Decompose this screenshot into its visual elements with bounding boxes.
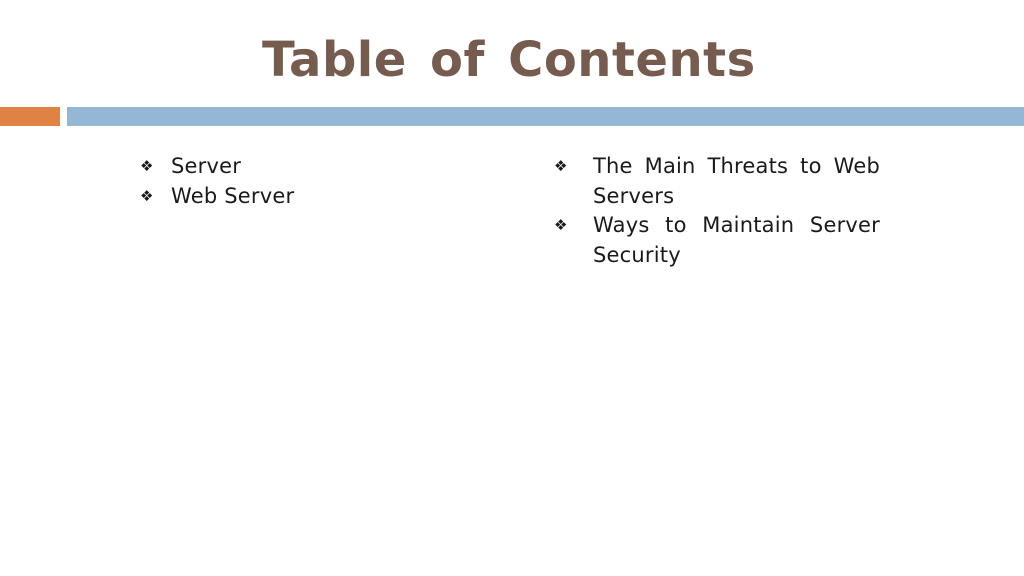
diamond-bullet-icon: ❖ (140, 157, 154, 175)
diamond-bullet-icon: ❖ (140, 186, 154, 205)
accent-bar-orange (0, 107, 60, 126)
diamond-bullet-icon: ❖ (554, 216, 568, 234)
toc-list-right: ❖ The Main Threats to Web Servers ❖ Ways… (554, 152, 880, 270)
toc-item-maintain-security: ❖ Ways to Maintain Server Security (554, 211, 880, 270)
accent-bar-blue (67, 107, 1024, 126)
toc-item-label: The Main Threats to Web Servers (593, 154, 880, 208)
toc-item-main-threats: ❖ The Main Threats to Web Servers (554, 152, 880, 211)
toc-item-server: ❖ Server (140, 152, 480, 182)
toc-item-web-server: ❖ Web Server (140, 182, 480, 212)
toc-item-label: Web Server (171, 183, 295, 208)
toc-item-label: Server (171, 154, 242, 178)
toc-list-left: ❖ Server ❖ Web Server (140, 152, 480, 211)
slide-title: Table of Contents (262, 32, 756, 88)
toc-item-label: Ways to Maintain Server Security (593, 213, 880, 267)
diamond-bullet-icon: ❖ (554, 157, 568, 175)
